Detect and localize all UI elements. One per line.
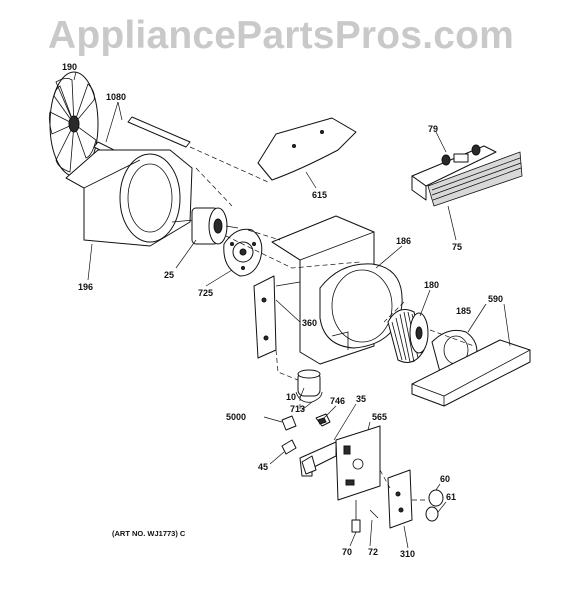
callout-79: 79 xyxy=(428,124,438,134)
callout-1080: 1080 xyxy=(106,92,126,102)
callout-60: 60 xyxy=(440,474,450,484)
top-cover-part[interactable] xyxy=(257,117,357,181)
callout-45: 45 xyxy=(258,462,268,472)
callout-185: 185 xyxy=(456,306,471,316)
callout-72: 72 xyxy=(368,547,378,557)
fan-motor-part[interactable] xyxy=(171,207,239,245)
assembly-lines xyxy=(189,146,475,501)
control-board-part[interactable] xyxy=(335,425,381,501)
switch-bracket-part[interactable] xyxy=(299,441,337,477)
callout-615: 615 xyxy=(312,190,327,200)
callout-10: 10 xyxy=(286,392,296,402)
wire-connector-part[interactable] xyxy=(351,500,379,533)
motor-mount-part[interactable] xyxy=(223,228,263,277)
callout-186: 186 xyxy=(396,236,411,246)
terminal-block-part[interactable] xyxy=(281,415,297,431)
watermark-logo: AppliancePartsPros.com xyxy=(47,14,515,57)
knob-part[interactable] xyxy=(425,489,444,522)
callout-190: 190 xyxy=(62,62,77,72)
leader-lines xyxy=(73,71,511,549)
grille-part[interactable] xyxy=(427,151,523,207)
callout-35: 35 xyxy=(356,394,366,404)
art-number: (ART NO. WJ1773) C xyxy=(112,529,186,538)
fan-shroud-part[interactable] xyxy=(65,149,193,247)
callout-725: 725 xyxy=(198,288,213,298)
callout-590: 590 xyxy=(488,294,503,304)
callout-310: 310 xyxy=(400,549,415,559)
callout-75: 75 xyxy=(452,242,462,252)
switch-plate-part[interactable] xyxy=(387,469,413,529)
callout-61: 61 xyxy=(446,492,456,502)
thermostat-clip-part[interactable] xyxy=(281,439,297,455)
blower-wheel-part[interactable] xyxy=(387,309,429,363)
callout-565: 565 xyxy=(372,412,387,422)
callout-360: 360 xyxy=(302,318,317,328)
control-bracket-part[interactable] xyxy=(253,275,301,359)
callout-labels: 190 1080 196 25 725 615 79 75 186 180 59… xyxy=(62,62,503,559)
control-panel-part[interactable] xyxy=(411,144,497,201)
callout-746: 746 xyxy=(330,396,345,406)
callout-713: 713 xyxy=(290,404,305,414)
callout-5000: 5000 xyxy=(226,412,246,422)
callout-180: 180 xyxy=(424,280,439,290)
base-pan-part[interactable] xyxy=(411,339,531,407)
blower-housing-part[interactable] xyxy=(271,215,403,365)
callout-70: 70 xyxy=(342,547,352,557)
fan-blade-part[interactable] xyxy=(48,71,99,177)
callout-196: 196 xyxy=(78,282,93,292)
relay-part[interactable] xyxy=(315,413,331,427)
callout-25: 25 xyxy=(164,270,174,280)
